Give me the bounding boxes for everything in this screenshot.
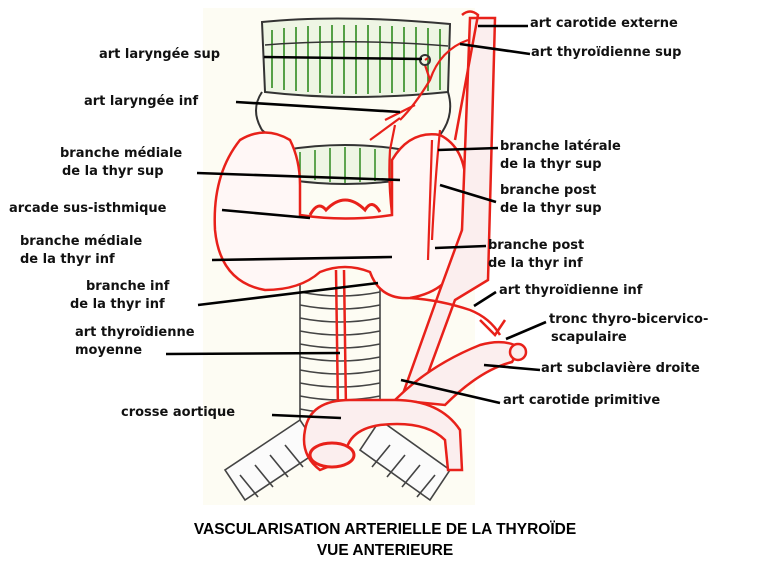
label-line: branche inf: [86, 279, 170, 294]
bronchi: [223, 418, 452, 502]
label-branche-inf: branche inf de la thyr inf: [70, 278, 169, 314]
label-line: de la thyr inf: [488, 256, 583, 271]
label-laryngee-inf: art laryngée inf: [84, 94, 199, 109]
label-line: branche post: [488, 238, 585, 253]
label-line: moyenne: [75, 343, 143, 358]
label-carotide-primitive: art carotide primitive: [503, 393, 661, 408]
label-branche-post-inf: branche post de la thyr inf: [488, 237, 584, 273]
label-line: scapulaire: [551, 330, 627, 345]
thyrocervical-trunk: [479, 319, 507, 337]
label-line: de la thyr sup: [500, 157, 602, 172]
leader-lines: [165, 24, 547, 420]
label-tronc: tronc thyro-bicervico- scapulaire: [549, 311, 708, 347]
label-laryngee-sup: art laryngée sup: [99, 47, 221, 62]
label-line: de la thyr sup: [62, 164, 164, 179]
label-branche-post-sup: branche post de la thyr sup: [500, 182, 602, 218]
label-line: art thyroïdienne: [75, 325, 195, 340]
label-line: de la thyr sup: [500, 201, 602, 216]
label-line: de la thyr inf: [70, 297, 165, 312]
label-line: branche médiale: [20, 234, 143, 249]
label-branche-mediale-inf: branche médiale de la thyr inf: [20, 233, 142, 269]
label-thyroidienne-sup: art thyroïdienne sup: [531, 45, 682, 60]
subclavian-artery: [392, 340, 522, 407]
label-branche-laterale: branche latérale de la thyr sup: [500, 138, 621, 174]
subclavian-section: [508, 342, 528, 362]
label-crosse-aortique: crosse aortique: [121, 405, 236, 420]
aortic-section: [308, 441, 356, 469]
carotid-external-vessel: [453, 10, 480, 141]
superior-thyroid-branches: [369, 38, 469, 261]
label-subclaviere: art subclavière droite: [541, 361, 700, 376]
inferior-thyroid-artery: [409, 296, 502, 336]
figure-title: VASCULARISATION ARTERIELLE DE LA THYROÏD…: [193, 521, 577, 538]
label-branche-mediale-sup: branche médiale de la thyr sup: [60, 145, 182, 181]
label-line: de la thyr inf: [20, 252, 115, 267]
label-line: tronc thyro-bicervico-: [549, 312, 709, 327]
label-arcade: arcade sus-isthmique: [9, 201, 167, 216]
thyroid-ima-artery: [334, 269, 348, 411]
label-thyroidienne-inf: art thyroïdienne inf: [499, 283, 643, 298]
figure-subtitle: VUE ANTERIEURE: [316, 542, 454, 559]
label-line: branche post: [500, 183, 597, 198]
label-line: branche médiale: [60, 146, 183, 161]
label-carotide-externe: art carotide externe: [530, 16, 678, 31]
label-line: branche latérale: [500, 139, 621, 154]
arcade-sus-isthmique: [308, 198, 382, 216]
label-thyroidienne-moyenne: art thyroïdienne moyenne: [75, 324, 195, 360]
